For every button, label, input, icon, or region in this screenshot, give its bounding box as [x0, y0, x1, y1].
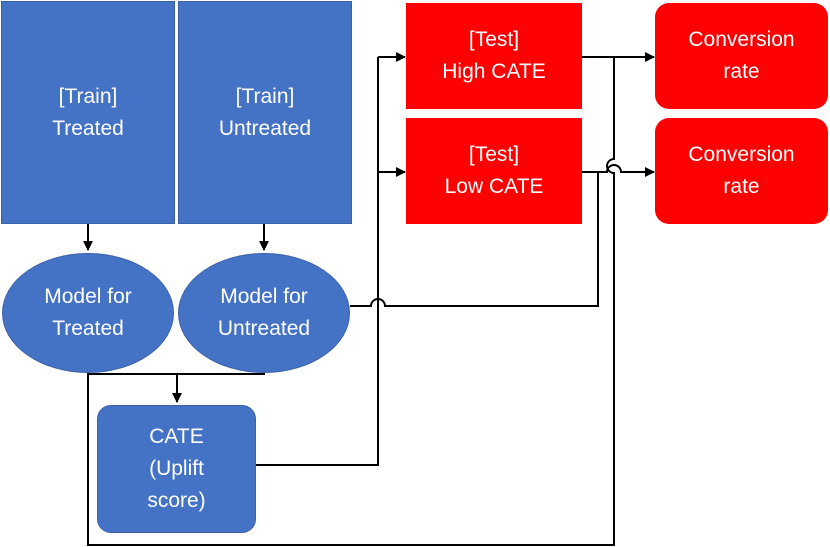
- cate-box: CATE (Uplift score): [97, 405, 256, 533]
- wire-model-untreated-to-low: [350, 172, 599, 307]
- test-high-cate-box: [Test] High CATE: [406, 3, 582, 109]
- model-untreated-ellipse: Model for Untreated: [178, 253, 350, 373]
- conversion-low-line1: Conversion: [688, 143, 795, 166]
- model-treated-line1: Model for: [44, 285, 132, 308]
- model-treated-ellipse: Model for Treated: [2, 253, 174, 373]
- test-low-line2: Low CATE: [444, 175, 544, 198]
- model-untreated-line2: Untreated: [217, 317, 311, 340]
- train-treated-line1: [Train]: [58, 84, 118, 108]
- test-low-line1: [Test]: [468, 143, 520, 166]
- arrow-test-low-to-conversion: [582, 164, 655, 177]
- train-untreated-line1: [Train]: [235, 84, 295, 108]
- test-high-line2: High CATE: [442, 60, 546, 83]
- conversion-high-line2: rate: [723, 60, 760, 83]
- model-treated-line2: Treated: [52, 317, 124, 340]
- cate-line3: score): [147, 489, 206, 512]
- train-untreated-line2: Untreated: [218, 116, 312, 140]
- train-treated-line2: Treated: [52, 116, 124, 140]
- conversion-low-line2: rate: [723, 175, 760, 198]
- model-untreated-line1: Model for: [220, 285, 308, 308]
- cate-line1: CATE: [149, 425, 204, 448]
- test-high-line1: [Test]: [468, 28, 520, 51]
- test-low-cate-box: [Test] Low CATE: [406, 118, 582, 224]
- conversion-rate-low-box: Conversion rate: [655, 118, 828, 224]
- wire-model-treated-down: [87, 372, 265, 375]
- train-treated-box: [Train] Treated: [1, 1, 175, 224]
- train-untreated-box: [Train] Untreated: [178, 1, 352, 224]
- conversion-rate-high-box: Conversion rate: [655, 3, 828, 109]
- cate-line2: (Uplift: [149, 457, 204, 480]
- conversion-high-line1: Conversion: [688, 28, 795, 51]
- wire-cate-to-split: [256, 57, 379, 466]
